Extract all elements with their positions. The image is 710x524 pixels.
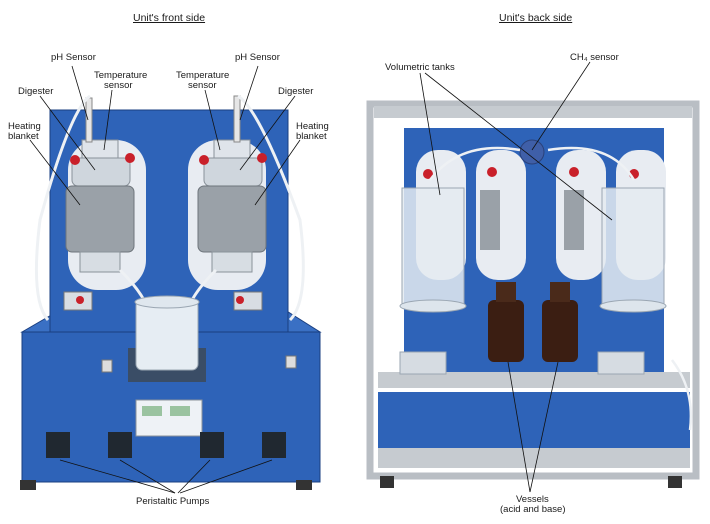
label-heating-left-1: Heating [8,121,41,132]
label-heating-left-2: blanket [8,131,39,142]
pump-1 [46,432,70,458]
label-temperature-left-2: sensor [104,80,133,91]
pump-2 [108,432,132,458]
label-digester-left: Digester [18,86,54,97]
label-vessels-acid-base: (acid and base) [500,504,566,515]
label-temperature-left-1: Temperature [94,70,148,81]
label-ch4-sensor: CH₄ sensor [570,52,619,63]
back-unit [366,100,700,488]
label-ph-sensor-left: pH Sensor [51,52,96,63]
label-temperature-right-2: sensor [188,80,217,91]
heating-blanket-right [197,185,267,253]
front-leader-lines [29,65,301,494]
pump-4 [262,432,286,458]
back-leader-lines [419,61,613,493]
label-vessels: Vessels [516,494,549,505]
label-ph-sensor-right: pH Sensor [235,52,280,63]
label-heating-right-2: blanket [296,131,327,142]
label-temperature-right-1: Temperature [176,70,230,81]
front-side-title: Unit's front side [133,12,206,24]
heating-blanket-left [65,185,135,253]
front-unit [20,94,322,490]
label-heating-right-1: Heating [296,121,329,132]
label-peristaltic-pumps: Peristaltic Pumps [136,496,210,507]
label-digester-right: Digester [278,86,314,97]
label-volumetric-tanks: Volumetric tanks [385,62,455,73]
back-side-title: Unit's back side [499,12,573,24]
pump-3 [200,432,224,458]
